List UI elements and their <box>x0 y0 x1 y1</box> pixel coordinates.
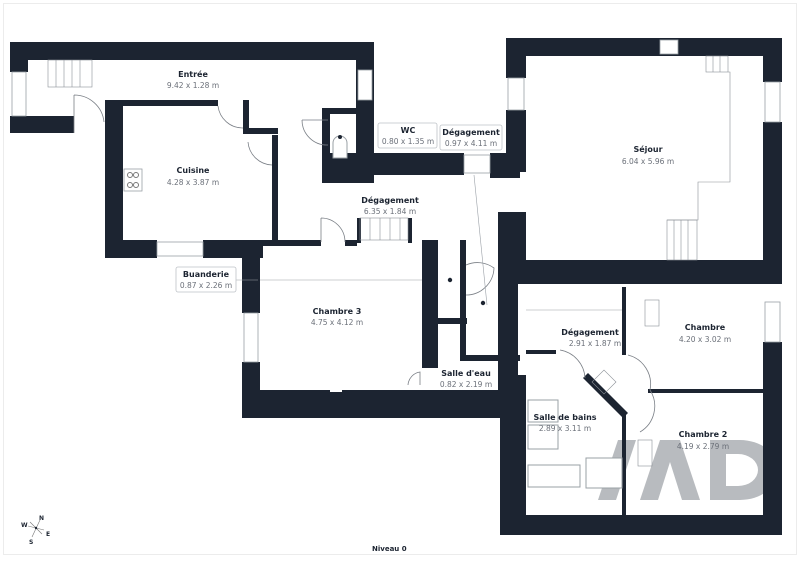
room-dims: 0.87 x 2.26 m <box>180 281 232 290</box>
room-name: Chambre <box>685 323 726 332</box>
room-name: Dégagement <box>361 195 419 205</box>
room-dims: 2.89 x 3.11 m <box>539 424 591 433</box>
room-dims: 6.04 x 5.96 m <box>622 157 674 166</box>
room-dims: 4.20 x 3.02 m <box>679 335 731 344</box>
room-name: Salle de bains <box>533 413 596 422</box>
light-point-icon <box>447 277 453 283</box>
compass-icon: N W E S <box>21 515 50 546</box>
stairs <box>47 55 731 467</box>
svg-text:W: W <box>21 522 28 529</box>
room-dims: 0.82 x 2.19 m <box>440 380 492 389</box>
label-box-degagement: Dégagement 0.97 x 4.11 m <box>439 124 503 151</box>
room-dims: 0.97 x 4.11 m <box>445 139 497 148</box>
room-name: Chambre 3 <box>313 307 362 316</box>
room-name: Cuisine <box>177 166 211 175</box>
svg-text:E: E <box>46 531 50 538</box>
room-dims: 2.91 x 1.87 m <box>569 339 621 348</box>
room-dims: 4.28 x 3.87 m <box>167 178 219 187</box>
room-dims: 0.80 x 1.35 m <box>382 137 434 146</box>
room-name: Entrée <box>178 69 208 79</box>
level-label: Niveau 0 <box>372 545 407 553</box>
windows <box>11 39 781 363</box>
room-dims: 4.19 x 2.79 m <box>677 442 729 451</box>
room-name: Salle d'eau <box>441 369 491 378</box>
guides <box>236 174 622 311</box>
toilet-icon <box>332 135 348 159</box>
room-dims: 4.75 x 4.12 m <box>311 318 363 327</box>
stove-icon <box>123 168 143 192</box>
svg-text:N: N <box>39 515 44 522</box>
doors <box>73 94 656 433</box>
room-name: Dégagement <box>561 327 619 337</box>
room-dims: 9.42 x 1.28 m <box>167 81 219 90</box>
label-box-buanderie: Buanderie 0.87 x 2.26 m <box>175 266 237 293</box>
room-name: Chambre 2 <box>679 430 728 439</box>
room-labels: Entrée 9.42 x 1.28 m Cuisine 4.28 x 3.87… <box>167 69 731 451</box>
room-dims: 6.35 x 1.84 m <box>364 207 416 216</box>
light-point-icon <box>480 300 486 306</box>
room-name: WC <box>401 126 416 135</box>
svg-text:S: S <box>29 539 33 546</box>
room-name: Buanderie <box>183 270 230 279</box>
room-name: Dégagement <box>442 127 500 137</box>
walls <box>10 38 782 535</box>
label-box-wc: WC 0.80 x 1.35 m <box>377 122 438 149</box>
fixtures <box>123 135 623 489</box>
room-name: Séjour <box>633 144 662 154</box>
